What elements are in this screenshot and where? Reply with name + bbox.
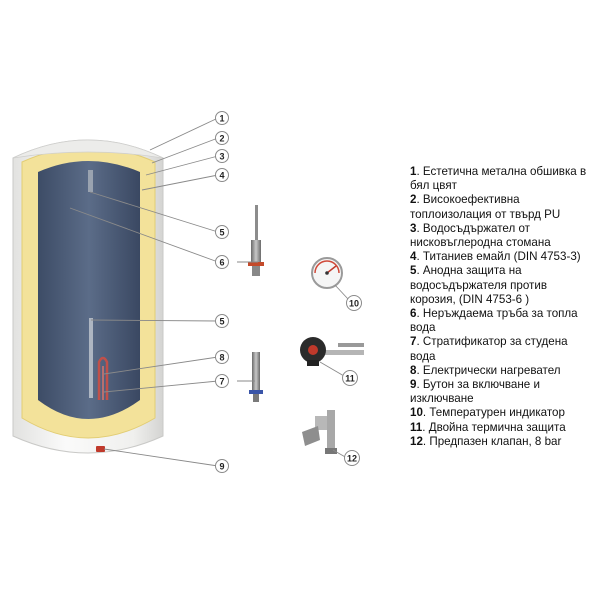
- legend-text: Електрически нагревател: [422, 363, 561, 377]
- callout-label: 2: [219, 133, 224, 143]
- callout-label: 9: [219, 461, 224, 471]
- legend-item-3: 3. Водосъдържател от нисковъглеродна сто…: [410, 221, 551, 250]
- legend-number: 10: [410, 406, 423, 420]
- legend-text: Водосъдържател от нисковъглеродна стоман…: [410, 221, 551, 250]
- callout-label: 1: [219, 113, 224, 123]
- legend-text: Титаниев емайл (DIN 4753-3): [422, 250, 581, 264]
- callout-badges: 1 2 3 4 5 6 5 8: [215, 111, 362, 473]
- legend-number: 8: [410, 363, 417, 377]
- legend-item-4: 4. Титаниев емайл (DIN 4753-3): [410, 250, 581, 264]
- legend-text: Анодна защита на водосъдържателя против …: [410, 264, 548, 306]
- anode-rod: [248, 205, 264, 276]
- legend-item-1: 1. Естетична метална обшивка в бял цвят: [410, 165, 587, 193]
- callout-7: 7: [215, 374, 229, 388]
- callout-5a: 5: [215, 225, 229, 239]
- legend-text: Високоефективна топлоизолация от твърд P…: [410, 193, 561, 221]
- legend-number: 1: [410, 165, 417, 178]
- hot-water-pipe: [88, 170, 93, 192]
- legend-number: 2: [410, 193, 417, 207]
- callout-12: 12: [344, 450, 360, 466]
- callout-9: 9: [215, 459, 229, 473]
- thermometer-icon: [311, 257, 343, 289]
- legend-text: Температурен индикатор: [429, 406, 565, 420]
- callout-11: 11: [342, 370, 358, 386]
- callout-label: 10: [349, 298, 359, 308]
- callout-label: 11: [345, 373, 355, 383]
- callout-label: 8: [219, 352, 224, 362]
- safety-valve-icon: [302, 410, 337, 454]
- callout-2: 2: [215, 131, 229, 145]
- callout-label: 3: [219, 151, 224, 161]
- callout-1: 1: [215, 111, 229, 125]
- legend-item-7: 7. Стратификатор за студена вода: [410, 335, 568, 363]
- callout-label: 5: [219, 227, 224, 237]
- tank-top-rim: [12, 139, 164, 159]
- callout-label: 12: [347, 453, 357, 463]
- legend-item-12: 12. Предпазен клапан, 8 bar: [410, 434, 562, 448]
- legend-number: 4: [410, 250, 417, 264]
- callout-label: 5: [219, 316, 224, 326]
- legend-number: 7: [410, 335, 417, 349]
- inner-tank: [38, 161, 140, 419]
- legend-text: Неръждаема тръба за топла вода: [410, 307, 578, 335]
- legend-text: Естетична метална обшивка в бял цвят: [410, 165, 587, 193]
- legend-item-6: 6. Неръждаема тръба за топла вода: [410, 307, 578, 335]
- callout-10: 10: [346, 295, 362, 311]
- callout-label: 4: [219, 170, 224, 180]
- legend-item-2: 2. Високоефективна топлоизолация от твър…: [410, 193, 561, 221]
- legend-number: 6: [410, 307, 417, 321]
- legend-item-10: 10. Температурен индикатор: [410, 406, 565, 420]
- callout-4: 4: [215, 168, 229, 182]
- legend-text: Стратификатор за студена вода: [410, 335, 568, 363]
- callout-3: 3: [215, 149, 229, 163]
- legend-number: 9: [410, 378, 417, 392]
- callout-5b: 5: [215, 314, 229, 328]
- thermostat-icon: [300, 337, 364, 366]
- legend-number: 11: [410, 420, 423, 434]
- legend-item-8: 8. Електрически нагревател: [410, 363, 561, 377]
- legend-item-5: 5. Анодна защита на водосъдържателя прот…: [410, 264, 548, 306]
- legend: 1. Естетична метална обшивка в бял цвят …: [410, 165, 595, 449]
- stratifier-tube: [249, 352, 263, 402]
- heater-element: [97, 356, 109, 400]
- callout-8: 8: [215, 350, 229, 364]
- legend-text: Двойна термична защита: [428, 420, 566, 434]
- power-switch: [96, 446, 105, 452]
- legend-text: Бутон за включване и изключване: [410, 378, 540, 406]
- callout-6: 6: [215, 255, 229, 269]
- legend-item-11: 11. Двойна термична защита: [410, 420, 566, 434]
- legend-number: 12: [410, 434, 423, 448]
- legend-number: 5: [410, 264, 417, 278]
- legend-item-9: 9. Бутон за включване и изключване: [410, 378, 540, 406]
- callout-label: 7: [219, 376, 224, 386]
- legend-number: 3: [410, 221, 417, 235]
- callout-label: 6: [219, 257, 224, 267]
- leader-lines: [69, 117, 349, 467]
- legend-text: Предпазен клапан, 8 bar: [429, 434, 562, 448]
